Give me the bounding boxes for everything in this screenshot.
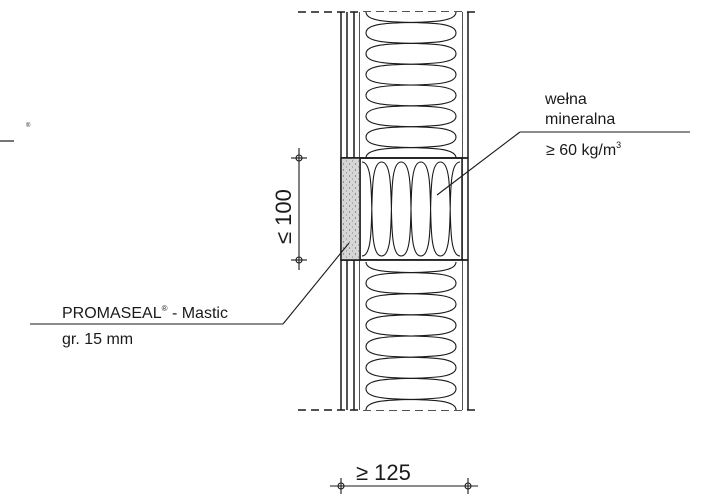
mastic-leader [30, 242, 350, 325]
dimension-width [330, 478, 478, 494]
mastic-label: PROMASEAL® - Mastic [62, 304, 228, 322]
dimension-height [291, 148, 307, 270]
insulation-upper [360, 11, 462, 159]
mastic-sealant [340, 157, 361, 261]
mastic-thickness: gr. 15 mm [62, 331, 133, 348]
dimension-height-label: ≤ 100 [271, 189, 296, 244]
edge-mark: ® [26, 122, 31, 129]
insulation-density: ≥ 60 kg/m3 [546, 140, 621, 159]
insulation-label-line1: wełna [544, 91, 587, 108]
insulation-leader [436, 131, 690, 196]
insulation-label-line2: mineralna [545, 111, 615, 128]
dimension-width-label: ≥ 125 [356, 460, 411, 485]
insulation-opening [359, 157, 463, 261]
insulation-lower [360, 260, 462, 411]
